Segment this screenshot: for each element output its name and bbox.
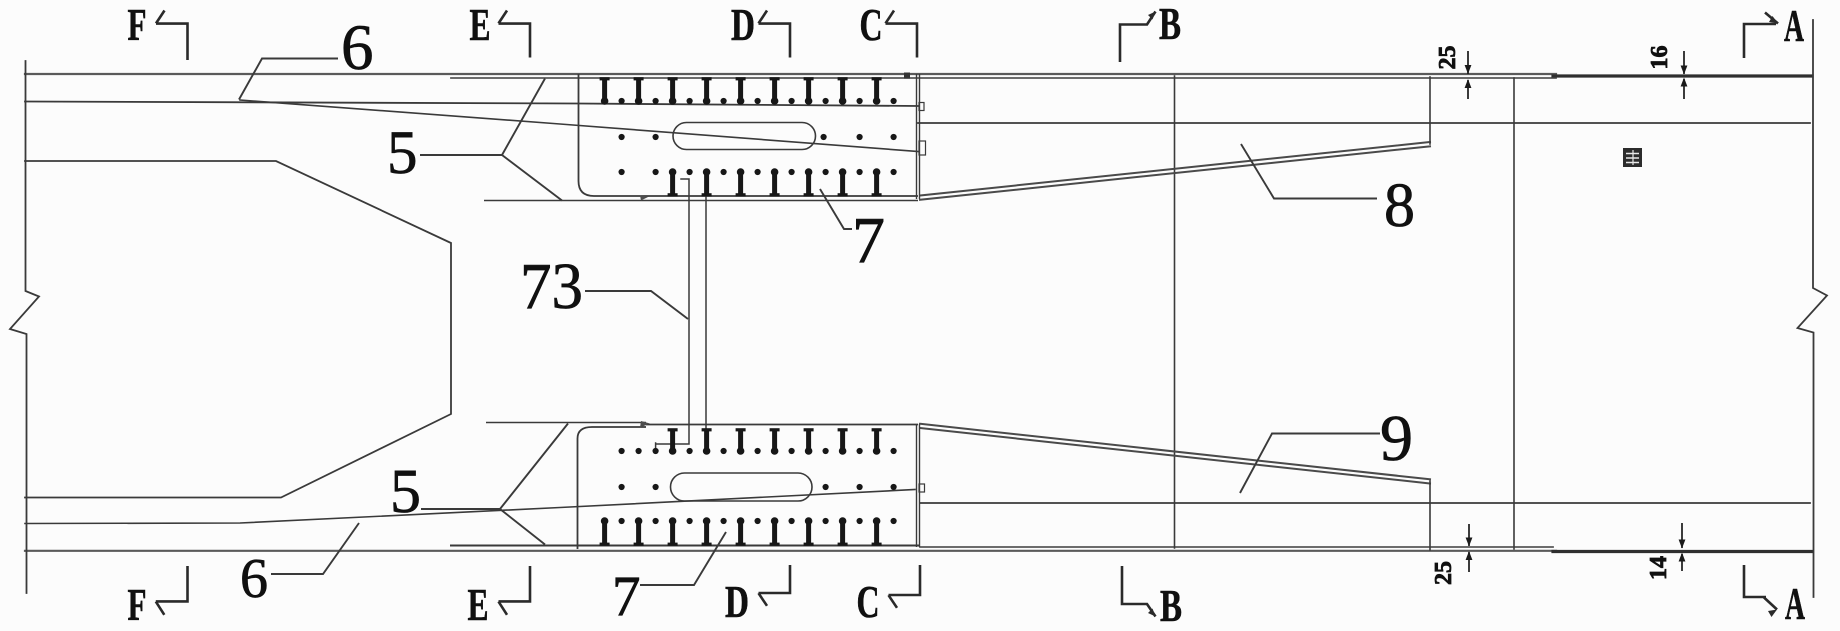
svg-text:25: 25 xyxy=(1435,46,1461,70)
svg-text:C: C xyxy=(857,577,880,627)
svg-text:16: 16 xyxy=(1647,46,1673,70)
svg-text:14: 14 xyxy=(1646,556,1672,580)
svg-text:A: A xyxy=(1784,1,1804,51)
svg-text:D: D xyxy=(731,0,755,50)
svg-text:7: 7 xyxy=(852,204,885,277)
svg-text:6: 6 xyxy=(341,12,374,84)
svg-text:D: D xyxy=(725,577,749,627)
svg-text:7: 7 xyxy=(612,565,641,628)
svg-text:E: E xyxy=(470,0,491,50)
svg-text:F: F xyxy=(128,0,147,50)
svg-text:B: B xyxy=(1160,581,1182,631)
svg-text:E: E xyxy=(468,580,489,630)
svg-text:C: C xyxy=(860,0,883,50)
svg-text:73: 73 xyxy=(520,250,583,323)
svg-text:A: A xyxy=(1785,579,1805,629)
svg-text:25: 25 xyxy=(1431,561,1457,585)
svg-text:F: F xyxy=(128,580,147,630)
svg-text:8: 8 xyxy=(1384,172,1415,240)
svg-text:5: 5 xyxy=(387,120,418,187)
svg-text:9: 9 xyxy=(1380,402,1413,475)
svg-text:B: B xyxy=(1159,0,1181,49)
svg-text:5: 5 xyxy=(390,458,421,526)
svg-text:6: 6 xyxy=(240,548,268,610)
